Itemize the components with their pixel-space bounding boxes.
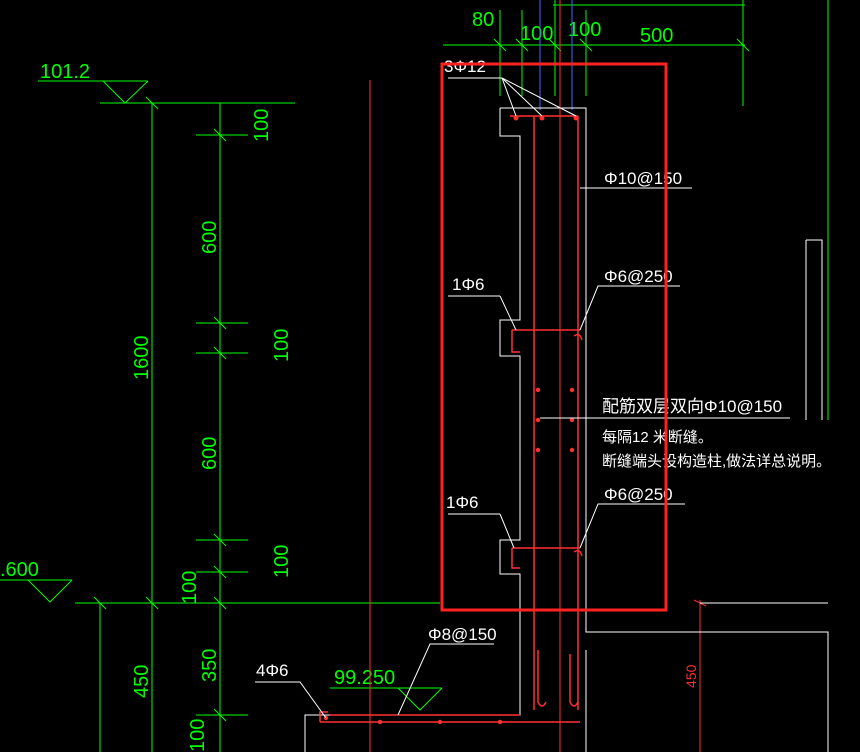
label-top-bars: 3Φ12 [444,57,486,76]
rebar-dots [323,115,579,725]
wall-outline [304,107,829,752]
guide-lines [539,0,573,110]
elevation-slab-label: 99.250 [334,667,395,689]
elevation-left-label: .600 [0,559,39,581]
top-dim-500: 500 [640,25,673,47]
dim-right-450: 450 [683,664,699,688]
label-hook-lower: Φ6@250 [604,485,673,504]
dim-below-100b: 100 [187,719,209,752]
dim-left-450: 450 [131,665,153,698]
dim-below-350: 350 [199,649,221,682]
notes-block: 配筋双层双向Φ10@150 每隔12 米断缝。 断缝端头设构造柱,做法详总说明。 [602,397,831,470]
dim-lower-600: 600 [199,437,221,470]
label-slab-bottom: 4Φ6 [256,661,288,680]
top-dim-80: 80 [472,9,494,31]
selection-highlight-box[interactable] [440,62,668,612]
dim-mid-100: 100 [271,329,293,362]
label-bar-lower: 1Φ6 [446,493,478,512]
dimension-lines [0,0,829,752]
axis-lines [369,0,707,752]
label-bar-upper: 1Φ6 [452,275,484,294]
rebar-annotations: 3Φ12 Φ10@150 1Φ6 Φ6@250 1Φ6 Φ6@250 Φ8@15… [256,57,682,680]
dim-below-100: 100 [179,571,201,604]
elevation-top-label: 101.2 [40,61,90,83]
label-stirrup-main: Φ10@150 [604,169,682,188]
dimension-text: 101.2 .600 99.250 80 100 100 500 1600 10… [0,9,673,752]
dim-bottom-100: 100 [271,545,293,578]
dim-1600: 1600 [131,336,153,381]
note-line-2: 每隔12 米断缝。 [602,429,713,446]
top-dim-100a: 100 [520,23,553,45]
leader-lines [255,77,790,719]
note-line-3: 断缝端头设构造柱,做法详总说明。 [602,453,831,470]
label-hook-upper: Φ6@250 [604,267,673,286]
note-line-1: 配筋双层双向Φ10@150 [602,397,782,416]
label-slab-bars: Φ8@150 [428,625,497,644]
dim-upper-600: 600 [199,221,221,254]
dim-top-100: 100 [251,109,273,142]
top-dim-100b: 100 [568,19,601,41]
